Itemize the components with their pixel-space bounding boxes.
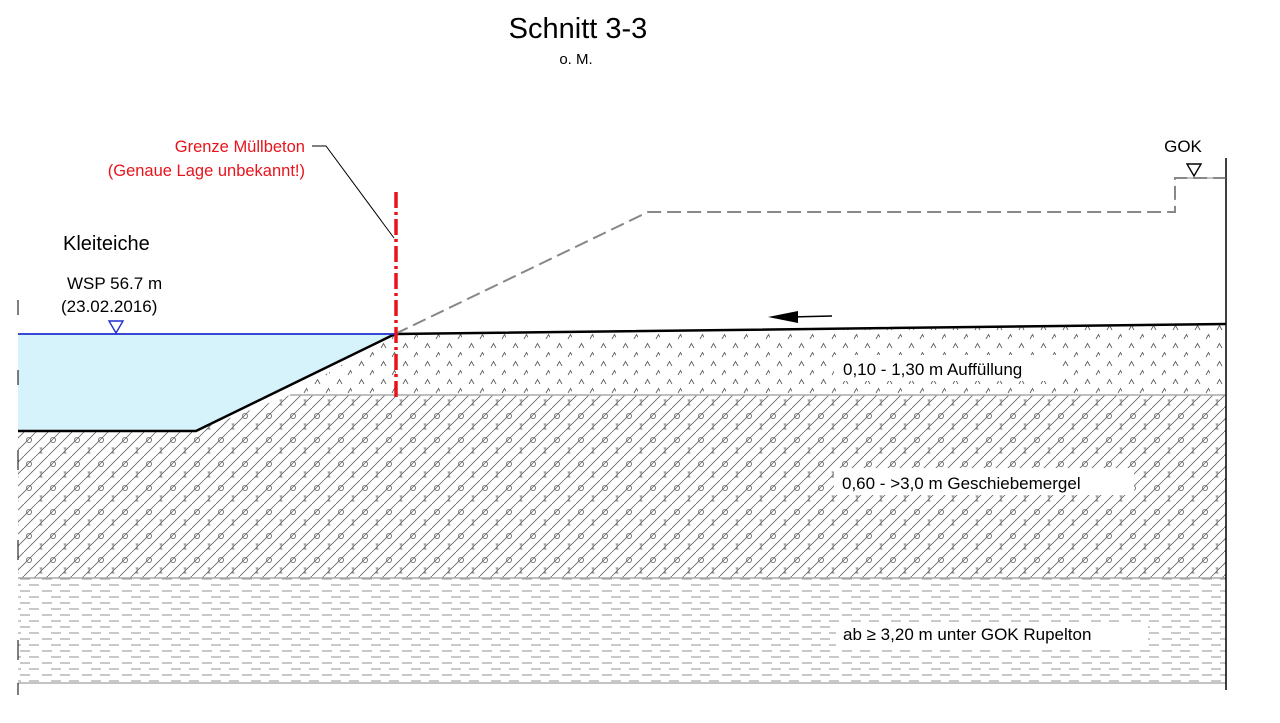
direction-arrow (768, 311, 833, 323)
layer-label-fill: 0,10 - 1,30 m Auffüllung (834, 355, 1062, 381)
boundary-label-line1: Grenze Müllbeton (175, 138, 305, 156)
pond-water (18, 334, 395, 431)
svg-text:0,60 - >3,0 m Geschiebemergel: 0,60 - >3,0 m Geschiebemergel (842, 474, 1081, 493)
ground-surface-line (18, 322, 1227, 433)
original-terrain-line (394, 177, 1226, 335)
gok-marker-icon (1185, 163, 1203, 178)
layer-label-clay: ab ≥ 3,20 m unter GOK Rupelton (836, 622, 1148, 646)
gok-label: GOK (1164, 137, 1202, 156)
layer-till (18, 395, 1226, 578)
svg-text:ab ≥ 3,20 m unter GOK Rupelton: ab ≥ 3,20 m unter GOK Rupelton (843, 625, 1091, 644)
boundary-label-line2: (Genaue Lage unbekannt!) (108, 162, 305, 180)
drawing-scale-note: o. M. (559, 51, 592, 68)
svg-text:0,10 - 1,30 m Auffüllung: 0,10 - 1,30 m Auffüllung (843, 360, 1022, 379)
water-level-date: (23.02.2016) (61, 297, 157, 316)
water-level-label: WSP 56.7 m (67, 274, 162, 293)
drawing-title: Schnitt 3-3 (509, 13, 648, 45)
boundary-leader-line (312, 145, 395, 239)
water-level-marker-icon (107, 320, 125, 335)
layer-label-till: 0,60 - >3,0 m Geschiebemergel (834, 468, 1134, 495)
pond-name: Kleiteiche (63, 233, 150, 255)
